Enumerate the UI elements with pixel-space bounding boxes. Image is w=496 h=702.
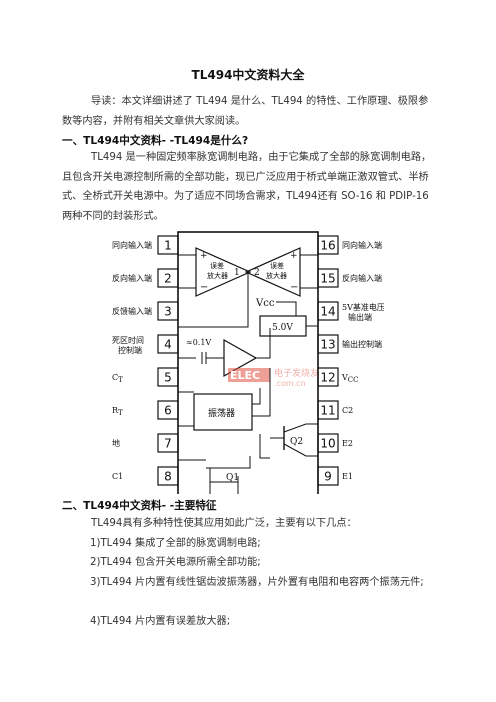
feature-item-1: 1)TL494 集成了全部的脉宽调制电路; [90, 538, 261, 549]
right-pin-box-14 [317, 301, 339, 321]
right-pin-box-9 [317, 466, 339, 486]
left-pin-label-1: 同向输入端 [112, 240, 152, 250]
amp1-number: 1 [234, 268, 240, 278]
right-pin-label-9: E1 [342, 472, 353, 481]
left-pin-number-7: 7 [164, 437, 172, 451]
svg-text:−: − [290, 282, 298, 293]
left-pin-label-6: RT [112, 406, 123, 417]
right-pin-box-11 [317, 400, 339, 420]
right-pin-label2-14: 输出端 [348, 312, 372, 322]
left-pin-box-7 [157, 433, 179, 453]
left-pin-label-4: 死区时间 [112, 335, 144, 345]
left-pin-number-3: 3 [164, 305, 172, 319]
watermark: ELEC 电子发烧友 .com.cn [228, 367, 319, 388]
left-pin-box-3 [157, 301, 179, 321]
svg-text:+: + [290, 251, 298, 261]
doc-title: TL494中文资料大全 [191, 68, 305, 82]
left-pin-number-4: 4 [164, 338, 172, 352]
right-pin-label-16: 同向输入端 [342, 240, 382, 250]
feature-item-3: 3)TL494 片内置有线性锯齿波振荡器，片外置有电阻和电容两个振荡元件; [90, 577, 424, 588]
svg-text:+: + [200, 251, 208, 261]
amp2-label-line2: 放大器 [266, 271, 287, 280]
right-pin-box-16 [317, 235, 339, 255]
left-pin-label2-4: 控制端 [118, 345, 142, 355]
left-pin-number-6: 6 [164, 404, 172, 418]
right-pin-box-12 [317, 367, 339, 387]
right-pin-label-14: 5V基准电压 [342, 302, 384, 312]
transistor-q1: Q1 [206, 456, 251, 494]
right-pin-box-13 [317, 334, 339, 354]
left-pin-number-8: 8 [164, 470, 172, 484]
right-pin-number-12: 12 [320, 371, 335, 385]
amp1-label-line1: 误差 [210, 261, 224, 270]
left-pin-box-8 [157, 466, 179, 486]
watermark-text2: .com.cn [274, 379, 306, 388]
left-pin-label-5: CT [112, 373, 123, 384]
right-pin-number-10: 10 [320, 437, 335, 451]
left-pin-box-5 [157, 367, 179, 387]
left-pin-number-1: 1 [164, 239, 172, 253]
right-pin-number-14: 14 [320, 305, 335, 319]
left-pin-label-7: 地 [112, 438, 120, 448]
right-pin-label-11: C2 [342, 406, 353, 415]
section2-intro: TL494具有多种特性使其应用如此广泛，主要有以下几点： [91, 518, 357, 529]
right-pin-label-13: 输出控制端 [342, 339, 382, 349]
svg-text:−: − [200, 282, 208, 293]
left-pin-label-3: 反馈输入端 [112, 306, 152, 316]
right-pin-number-16: 16 [320, 239, 335, 253]
feature-item-4: 4)TL494 片内置有误差放大器; [90, 616, 231, 627]
svg-text:Q2: Q2 [290, 437, 303, 447]
reference-5v-label: 5.0V [272, 323, 293, 333]
left-pin-box-4 [157, 334, 179, 354]
left-pin-label-2: 反向输入端 [112, 273, 152, 283]
right-pin-number-13: 13 [320, 338, 335, 352]
right-pin-box-15 [317, 268, 339, 288]
left-pin-box-6 [157, 400, 179, 420]
right-pin-number-9: 9 [324, 470, 332, 484]
section2-heading: 二、TL494中文资料- -主要特征 [62, 500, 217, 512]
amp1-label-line2: 放大器 [207, 271, 228, 280]
section1-body: TL494 是一种固定频率脉宽调制电路，由于它集成了全部的脉宽调制电路，且包含开… [62, 152, 432, 222]
left-pin-box-2 [157, 268, 179, 288]
left-pin-box-1 [157, 235, 179, 255]
right-pin-number-15: 15 [320, 272, 335, 286]
oscillator-box [193, 393, 253, 431]
left-pin-number-5: 5 [164, 371, 172, 385]
feature-item-2: 2)TL494 包含开关电源所需全部功能; [90, 557, 261, 568]
error-amplifier-2: + − 误差 放大器 2 [244, 247, 301, 297]
amp2-number: 2 [254, 268, 260, 278]
right-pin-label-12: VCC [341, 373, 359, 384]
intro-paragraph: 导读：本文详细讲述了 TL494 是什么、TL494 的特性、工作原理、极限参数… [62, 96, 429, 127]
transistor-q2: Q2 [259, 423, 318, 459]
oscillator-label: 振荡器 [208, 407, 235, 419]
vcc-label: Vcc [255, 298, 275, 309]
right-pin-label-15: 反向输入端 [342, 273, 382, 283]
svg-text:ELEC: ELEC [230, 369, 260, 382]
section1-heading: 一、TL494中文资料- -TL494是什么? [62, 135, 249, 147]
watermark-text: 电子发烧友 [274, 367, 319, 379]
svg-text:Q1: Q1 [226, 473, 239, 483]
right-pin-number-11: 11 [320, 404, 335, 418]
ic-body [177, 231, 319, 494]
right-pin-box-10 [317, 433, 339, 453]
left-pin-label-8: C1 [112, 472, 123, 481]
right-pin-label-10: E2 [342, 439, 353, 448]
amp2-label-line1: 误差 [270, 261, 284, 270]
error-amplifier-1: + − 误差 放大器 1 [195, 247, 252, 297]
deadtime-voltage-label: ≈0.1V [186, 338, 211, 347]
left-pin-number-2: 2 [164, 272, 172, 286]
